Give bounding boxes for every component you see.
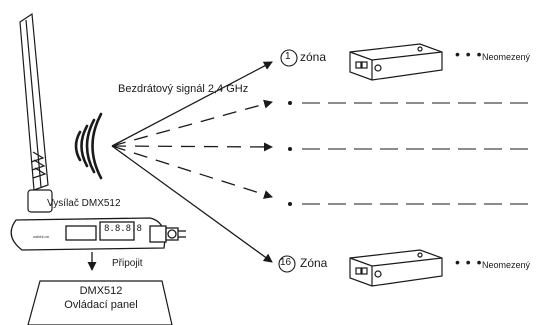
- transmitter-display: 8.8.8.8: [104, 224, 142, 234]
- connect-label: Připojit: [112, 258, 143, 269]
- intermediate-zones: [288, 101, 530, 206]
- signal-ray-zone-16: [111, 145, 273, 263]
- unlimited-label-zone-16: Neomezený: [482, 260, 531, 270]
- unlimited-label-zone-1: Neomezený: [482, 52, 531, 62]
- dmx512-transmitter: [10, 217, 186, 251]
- transmitter-brand: zofchi.on: [33, 234, 50, 239]
- ellipsis-zone-1: • • •: [455, 46, 483, 62]
- signal-ray-4: [111, 145, 273, 199]
- ellipsis-zone-16: • • •: [455, 254, 483, 270]
- control-panel-line2: Ovládací panel: [64, 299, 138, 311]
- zone-16-number: 16: [280, 257, 292, 268]
- receiver-zone-1: [349, 43, 443, 81]
- zone-1-number-circle: [280, 49, 298, 67]
- antenna: [19, 12, 53, 213]
- control-panel-line1: DMX512: [79, 285, 123, 297]
- wireless-signal-label: Bezdrátový signál 2,4 GHz: [118, 83, 249, 95]
- dmx512-control-panel-shape: [27, 280, 173, 325]
- zone-16-label: Zóna: [300, 256, 328, 270]
- wireless-signal-icon: [74, 112, 103, 180]
- receiver-zone-16: [349, 249, 443, 287]
- signal-ray-2: [111, 99, 273, 147]
- zone-1-number: 1: [285, 51, 291, 62]
- zone-16-number-circle: [278, 255, 296, 273]
- signal-ray-3: [111, 142, 273, 152]
- control-panel-label: DMX512 Ovládací panel: [28, 284, 174, 312]
- zone-1-label: zóna: [300, 50, 327, 64]
- signal-ray-zone-1: [111, 61, 273, 147]
- transmitter-label: Vysílač DMX512: [47, 198, 121, 209]
